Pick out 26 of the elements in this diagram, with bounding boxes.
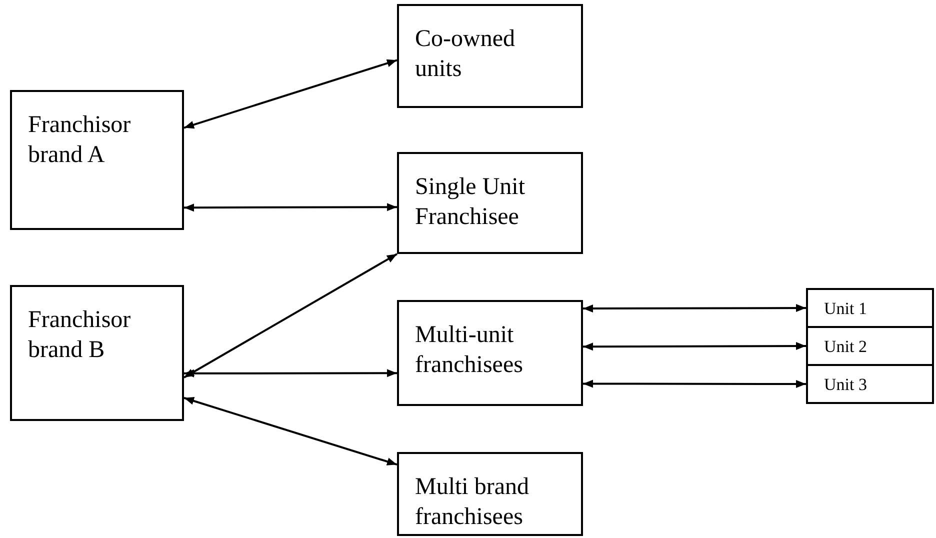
entity-box [397, 300, 583, 406]
double-arrow [583, 304, 806, 312]
entity-box [806, 326, 934, 366]
entity-box [806, 288, 934, 328]
entity-box [10, 285, 184, 421]
entity-box [806, 364, 934, 404]
entity-box [10, 90, 184, 230]
double-arrow [583, 342, 806, 351]
node-label: Franchisor brand B [28, 306, 132, 365]
double-arrow [583, 380, 806, 388]
node-label: Franchisor brand A [28, 111, 132, 170]
entity-box [397, 4, 583, 108]
node-label: Unit 1 [824, 298, 868, 320]
node-label: Unit 2 [824, 336, 868, 358]
double-arrow [184, 253, 398, 378]
entity-box [397, 152, 583, 254]
double-arrow [184, 203, 397, 212]
entity-box [397, 452, 583, 536]
node-label: Single Unit Franchisee [415, 173, 526, 232]
double-arrow [184, 59, 398, 129]
node-label: Multi brand franchisees [415, 473, 530, 532]
node-label: Unit 3 [824, 374, 868, 396]
double-arrow [184, 369, 397, 378]
double-arrow [184, 396, 398, 466]
node-label: Co-owned units [415, 25, 516, 84]
node-label: Multi-unit franchisees [415, 321, 524, 380]
